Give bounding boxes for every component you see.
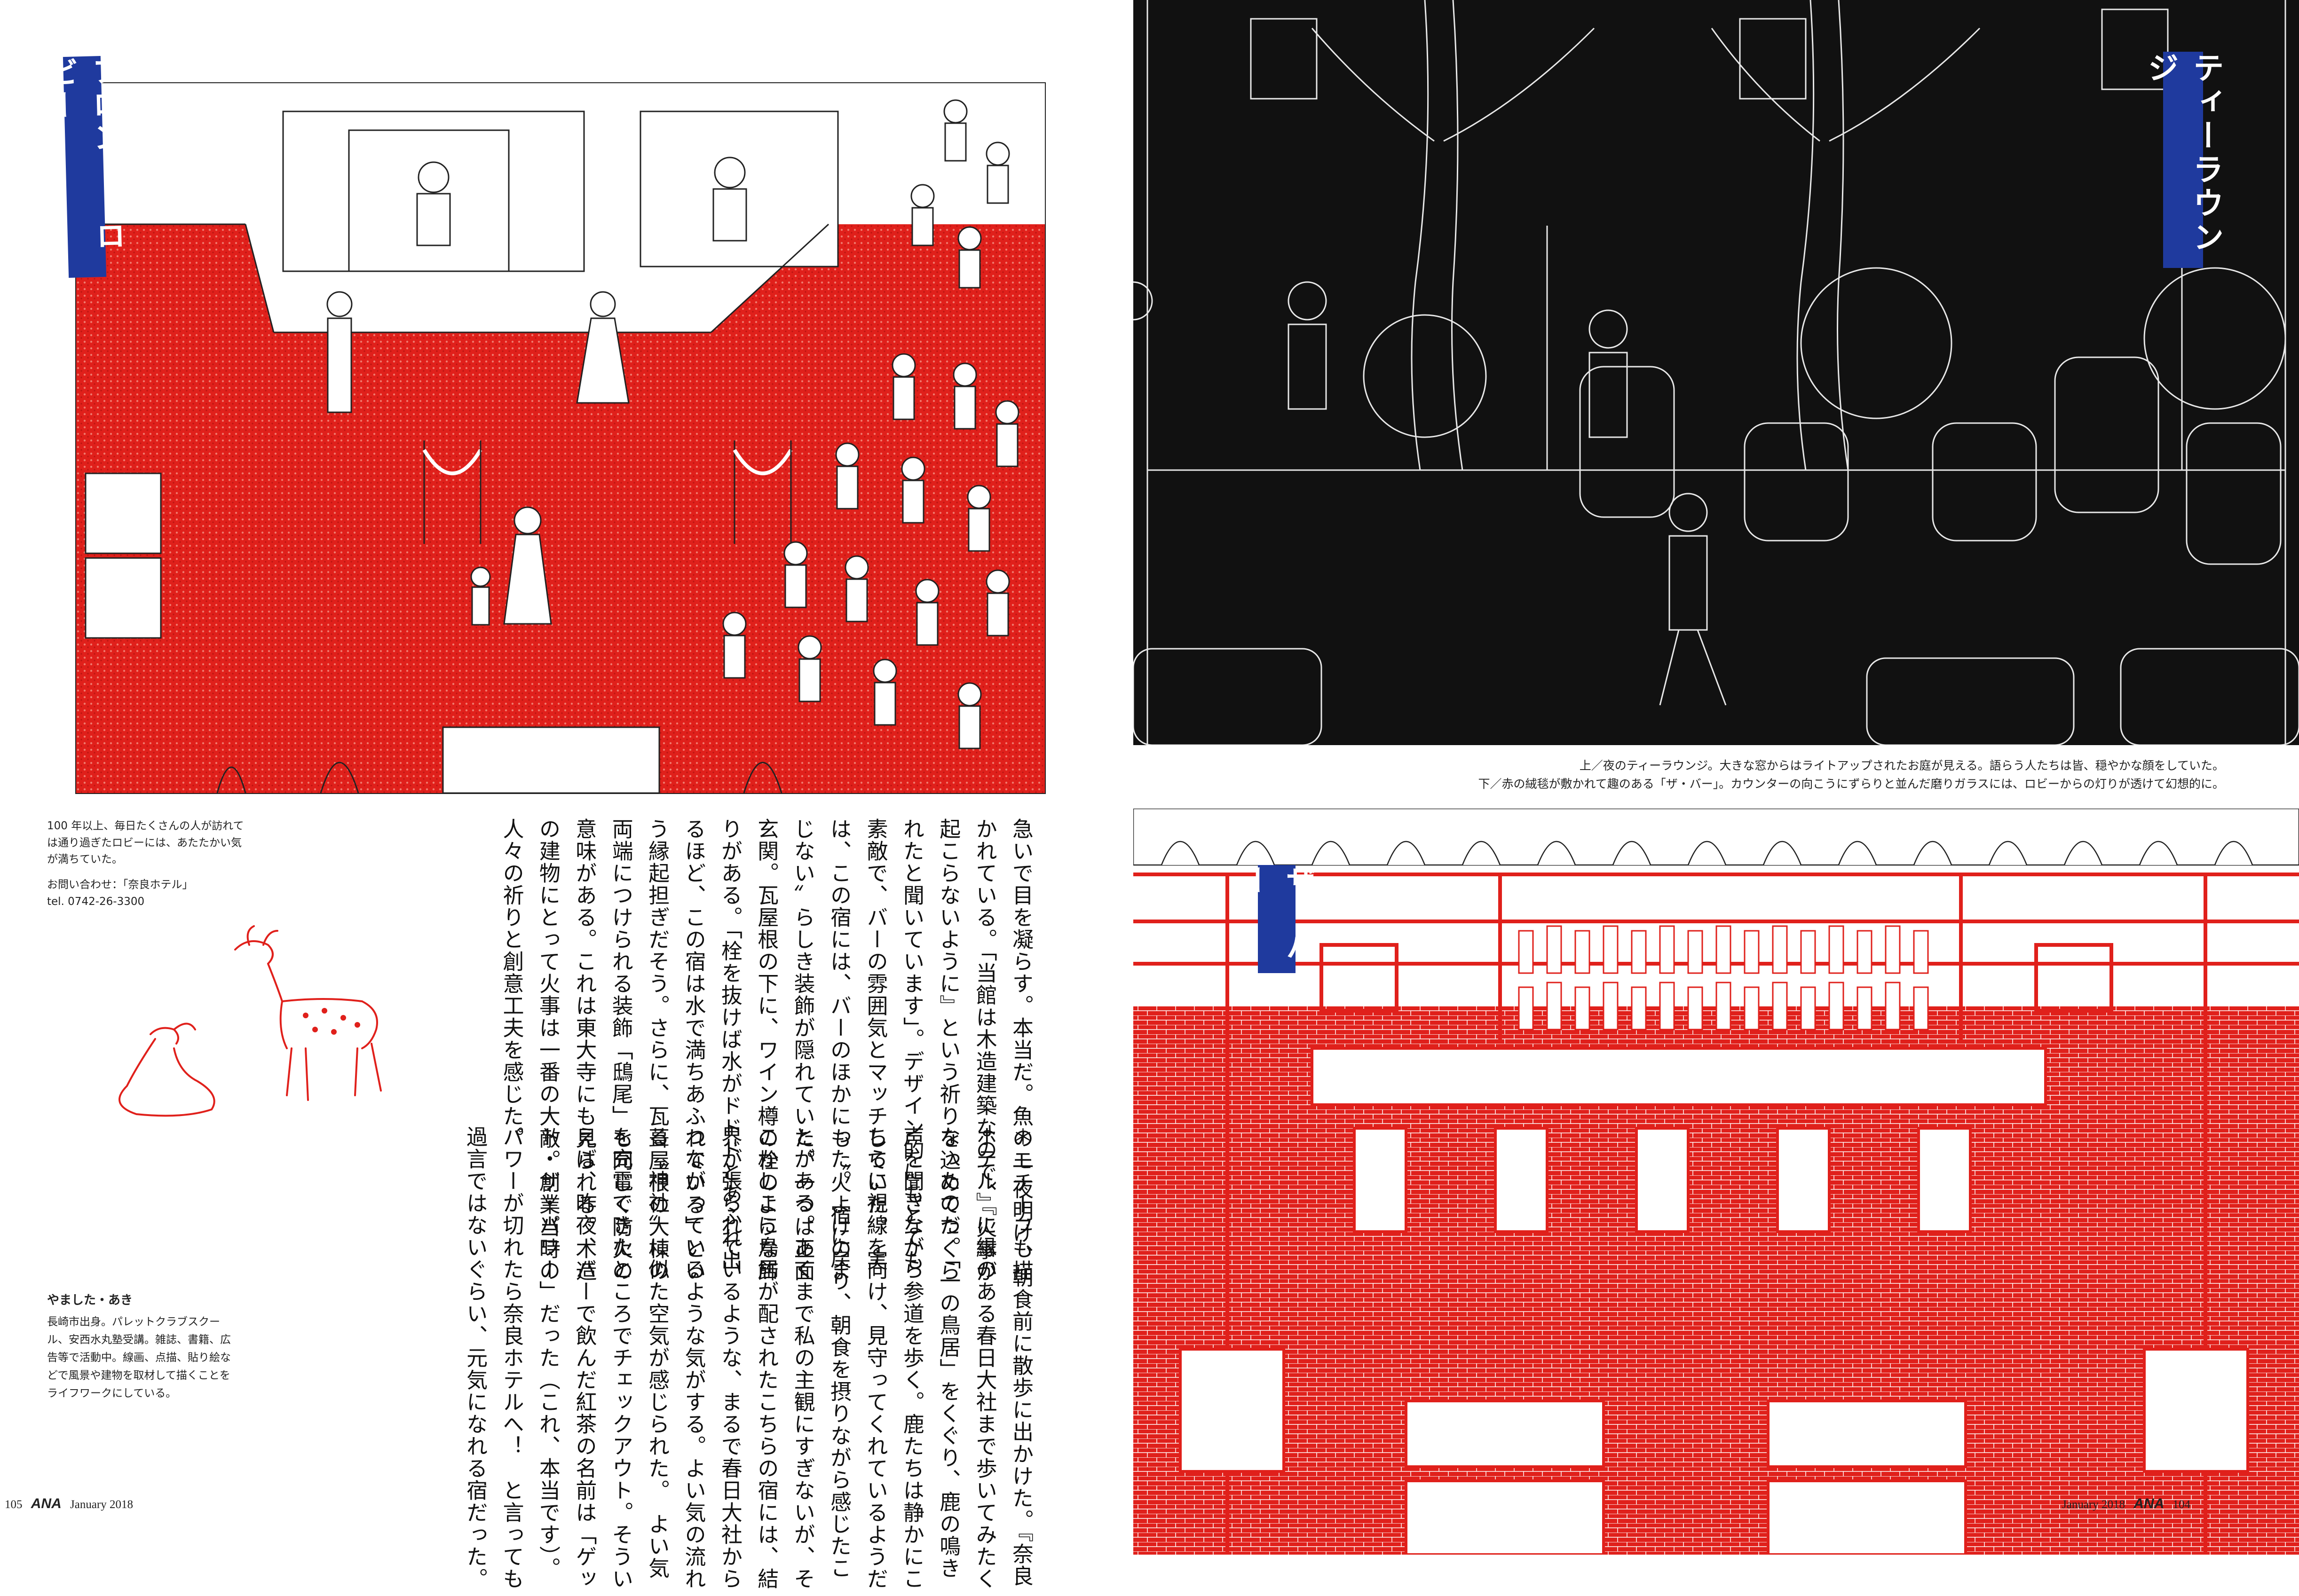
caption-spacer: [47, 868, 245, 877]
folio-right: January 2018 ANA 104: [2062, 1496, 2196, 1512]
issue-date-right: January 2018: [2062, 1498, 2125, 1511]
magazine-brand-right: ANA: [2133, 1496, 2165, 1511]
lobby-drawing: [76, 83, 1045, 793]
folio-left: 105 ANA January 2018: [5, 1496, 139, 1512]
tea-lounge-bar-caption: 上／夜のティーラウンジ。大きな窓からはライトアップされたお庭が見える。語らう人た…: [1133, 757, 2224, 794]
body-lower-paragraph: 一夜明け、朝食前に散歩に出かけた。『奈良ホテル』に縁のある春日大社まで歩いてみた…: [463, 1126, 1034, 1590]
body-upper-paragraph: 急いで目を凝らす。本当だ。魚のモチーフも描かれている。「当館は木造建築なので、『…: [499, 818, 1034, 1283]
issue-date-left: January 2018: [70, 1498, 133, 1511]
page-number-right: 104: [2173, 1498, 2191, 1511]
artist-bio: 長崎市出身。パレットクラブスクール、安西水丸塾受講。雑誌、書籍、広告等で活動中。…: [47, 1315, 231, 1399]
body-text-upper: 急いで目を凝らす。本当だ。魚のモチーフも描かれている。「当館は木造建築なので、『…: [466, 818, 1039, 1288]
the-bar-illustration: [1133, 809, 2299, 1555]
the-bar-label: ザ・バー: [1238, 865, 1316, 973]
magazine-brand-left: ANA: [31, 1496, 62, 1511]
lobby-illustration: [75, 82, 1046, 794]
artist-profile: やました・あき 長崎市出身。パレットクラブスクール、安西水丸塾受講。雑誌、書籍、…: [47, 1290, 235, 1403]
tea-lounge-label: ティーラウンジ: [2143, 52, 2224, 268]
deer-illustration: [80, 917, 409, 1133]
body-text-lower: ＊ 一夜明け、朝食前に散歩に出かけた。『奈良ホテル』に縁のある春日大社まで歩いて…: [245, 1126, 1039, 1596]
artist-name: やました・あき: [47, 1293, 133, 1307]
contact-text: お問い合わせ：「奈良ホテル」: [47, 878, 193, 891]
tel-text: tel. 0742-26-3300: [47, 895, 145, 908]
lobby-caption-text: 100 年以上、毎日たくさんの人が訪れては通り過ぎたロビーには、あたたかい気が満…: [47, 820, 244, 866]
lobby-caption: 100 年以上、毎日たくさんの人が訪れては通り過ぎたロビーには、あたたかい気が満…: [47, 818, 245, 910]
the-bar-drawing: [1133, 809, 2299, 1555]
caption-lower-line: 下／赤の絨毯が敷かれて趣のある「ザ・バー」。カウンターの向こうにずらりと並んだ磨…: [1478, 777, 2224, 791]
page-number-left: 105: [5, 1498, 23, 1511]
section-asterisk: ＊: [1009, 1126, 1034, 1148]
tea-lounge-drawing: [1133, 0, 2299, 745]
deer-drawing: [119, 925, 382, 1117]
lobby-label: フロント・ロビー: [43, 55, 126, 278]
tea-lounge-illustration: [1133, 0, 2299, 745]
caption-upper-line: 上／夜のティーラウンジ。大きな窓からはライトアップされたお庭が見える。語らう人た…: [1579, 759, 2224, 772]
